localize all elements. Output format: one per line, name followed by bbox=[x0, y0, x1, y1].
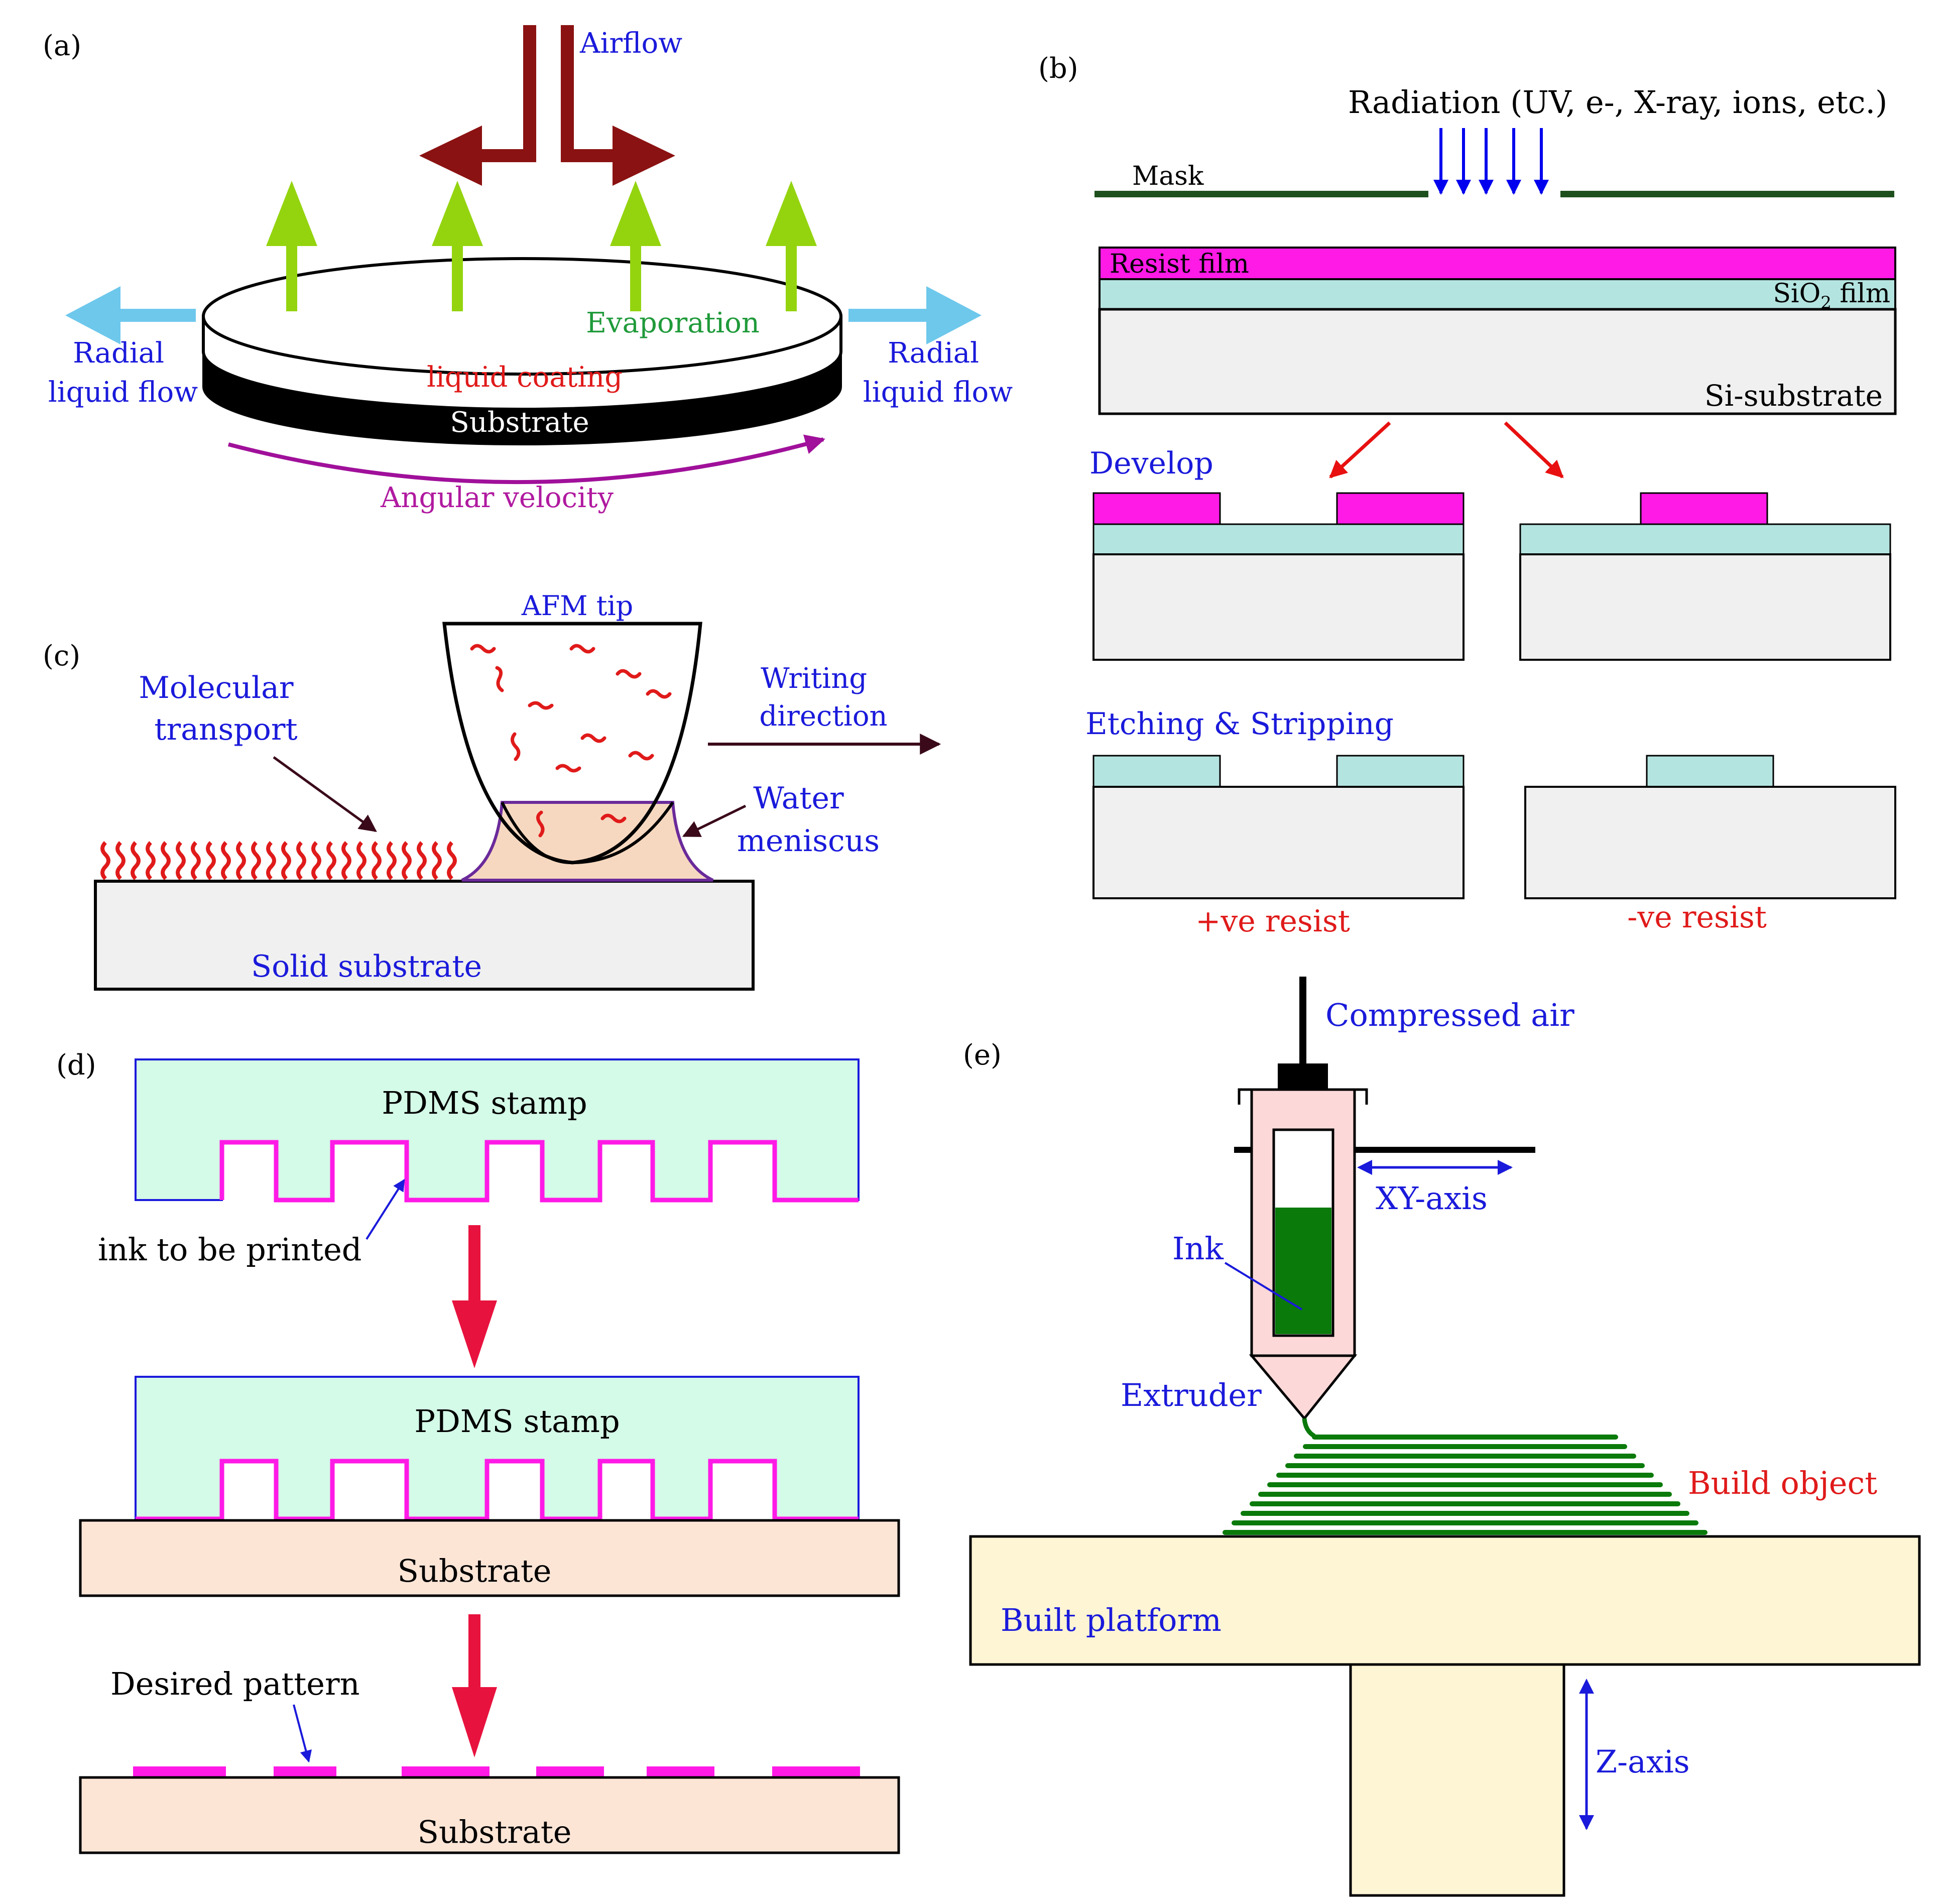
desired-pattern-pointer bbox=[293, 1704, 312, 1763]
develop-pos-resist-1 bbox=[1092, 492, 1221, 525]
radiation-arrows bbox=[1433, 128, 1549, 195]
liquid-coating-label: liquid coating bbox=[427, 361, 623, 394]
air-connector bbox=[1278, 1063, 1328, 1089]
deposited-molecules bbox=[100, 841, 457, 880]
pdms-stamp-1 bbox=[135, 1058, 860, 1201]
solid-substrate bbox=[94, 880, 755, 991]
afm-tip-bottom bbox=[501, 801, 674, 865]
pdms-stamp-2-label: PDMS stamp bbox=[414, 1403, 620, 1440]
radial-flow-arrow-right bbox=[848, 286, 982, 344]
airflow-label: Airflow bbox=[579, 27, 682, 60]
develop-neg-substrate bbox=[1519, 553, 1891, 661]
etch-neg-sio2 bbox=[1646, 755, 1774, 788]
ink-pointer bbox=[366, 1178, 405, 1240]
ink-layer-2 bbox=[136, 1459, 859, 1521]
pdms-stamp-1-label: PDMS stamp bbox=[382, 1085, 587, 1121]
built-platform-label: Built platform bbox=[1001, 1602, 1222, 1638]
develop-pos-sio2 bbox=[1092, 523, 1465, 555]
extruder-label: Extruder bbox=[1121, 1377, 1262, 1413]
extruded-filament bbox=[1302, 1418, 1316, 1438]
develop-neg-resist bbox=[1640, 492, 1768, 525]
desired-pattern-label: Desired pattern bbox=[110, 1665, 360, 1702]
airflow-arrowhead-left bbox=[419, 126, 482, 186]
tip-molecules bbox=[470, 644, 672, 838]
panel-b: (b) Radiation (UV, e-, X-ray, ions, etc.… bbox=[1038, 52, 1897, 939]
pdms-stamp-2 bbox=[135, 1376, 860, 1520]
si-substrate-layer bbox=[1098, 308, 1897, 415]
ink-layer-1 bbox=[219, 1140, 859, 1203]
extruder-nozzle bbox=[1249, 1354, 1358, 1420]
angular-velocity-label: Angular velocity bbox=[380, 482, 614, 514]
panel-a-label: (a) bbox=[43, 30, 81, 62]
air-line bbox=[1299, 977, 1306, 1064]
liquid-coating-top bbox=[202, 257, 842, 376]
ink-pointer bbox=[1224, 1262, 1303, 1311]
build-object-layers bbox=[1223, 1435, 1708, 1535]
molecular-transport-pointer bbox=[273, 756, 377, 832]
ink-label: Ink bbox=[1172, 1230, 1224, 1267]
develop-arrow-left bbox=[1329, 421, 1391, 479]
built-platform bbox=[969, 1535, 1921, 1666]
radiation-label: Radiation (UV, e-, X-ray, ions, etc.) bbox=[1348, 84, 1887, 121]
compressed-air-label: Compressed air bbox=[1325, 997, 1574, 1033]
evaporation-label: Evaporation bbox=[586, 307, 760, 339]
positive-resist-label: +ve resist bbox=[1195, 904, 1350, 939]
process-arrow-1 bbox=[452, 1225, 497, 1368]
sio2-film-label: SiO2 film bbox=[1773, 279, 1890, 313]
panel-c-label: (c) bbox=[43, 640, 80, 672]
substrate-1 bbox=[79, 1519, 900, 1597]
mask-left bbox=[1094, 191, 1428, 197]
water-meniscus-pointer bbox=[682, 804, 747, 838]
panel-d: (d) PDMS stamp ink to be printed PDMS st… bbox=[56, 1049, 900, 1854]
substrate-2 bbox=[79, 1776, 900, 1854]
develop-label: Develop bbox=[1089, 446, 1213, 481]
solid-substrate-label: Solid substrate bbox=[251, 949, 482, 984]
process-arrow-2 bbox=[452, 1614, 497, 1757]
develop-neg-sio2 bbox=[1519, 523, 1891, 555]
negative-resist-label: -ve resist bbox=[1627, 900, 1767, 935]
xy-axis-label: XY-axis bbox=[1376, 1180, 1488, 1217]
mask-right bbox=[1560, 191, 1894, 197]
substrate-label: Substrate bbox=[450, 406, 589, 439]
etch-neg-substrate bbox=[1524, 786, 1896, 899]
water-meniscus-label: Water meniscus bbox=[737, 781, 880, 859]
develop-pos-resist-2 bbox=[1336, 492, 1465, 525]
resist-film-label: Resist film bbox=[1110, 249, 1249, 279]
panel-a: (a) Airflow liquid coating Substrate Eva… bbox=[43, 25, 1013, 514]
panel-d-label: (d) bbox=[56, 1049, 96, 1082]
mask-label: Mask bbox=[1132, 161, 1204, 191]
radial-flow-right-label: Radial liquid flow bbox=[863, 337, 1013, 409]
ink-label: ink to be printed bbox=[98, 1231, 361, 1268]
si-substrate-label: Si-substrate bbox=[1704, 379, 1883, 413]
airflow-arrowhead-right bbox=[613, 126, 675, 186]
angular-velocity-arrow bbox=[227, 434, 825, 485]
syringe-flange bbox=[1238, 1088, 1368, 1105]
sio2-film-layer bbox=[1099, 278, 1896, 310]
substrate-1-label: Substrate bbox=[397, 1553, 551, 1589]
panel-e: (e) Compressed air Ink XY-axis Extruder bbox=[963, 977, 1921, 1897]
z-axis-label: Z-axis bbox=[1596, 1743, 1690, 1780]
afm-tip-label: AFM tip bbox=[521, 590, 633, 622]
panel-e-label: (e) bbox=[963, 1039, 1002, 1072]
desired-pattern-pads bbox=[133, 1766, 860, 1776]
writing-direction-label: Writing direction bbox=[759, 662, 887, 733]
evaporation-arrows bbox=[266, 181, 817, 311]
develop-pos-substrate bbox=[1092, 553, 1465, 661]
substrate-2-label: Substrate bbox=[417, 1814, 571, 1850]
radial-flow-left-label: Radial liquid flow bbox=[48, 337, 198, 409]
etch-pos-sio2-1 bbox=[1092, 755, 1221, 788]
molecular-transport-label: Molecular transport bbox=[139, 670, 303, 747]
develop-arrow-right bbox=[1504, 421, 1564, 479]
panel-b-label: (b) bbox=[1038, 52, 1078, 85]
etching-label: Etching & Stripping bbox=[1085, 706, 1394, 742]
platform-column bbox=[1349, 1663, 1565, 1897]
panel-c: (c) AFM tip Solid substrate bbox=[43, 590, 941, 991]
etch-pos-substrate bbox=[1092, 786, 1465, 899]
etch-pos-sio2-2 bbox=[1336, 755, 1465, 788]
ink-reservoir-fill bbox=[1275, 1208, 1331, 1334]
radial-flow-arrow-left bbox=[65, 286, 196, 344]
build-object-label: Build object bbox=[1688, 1465, 1877, 1501]
